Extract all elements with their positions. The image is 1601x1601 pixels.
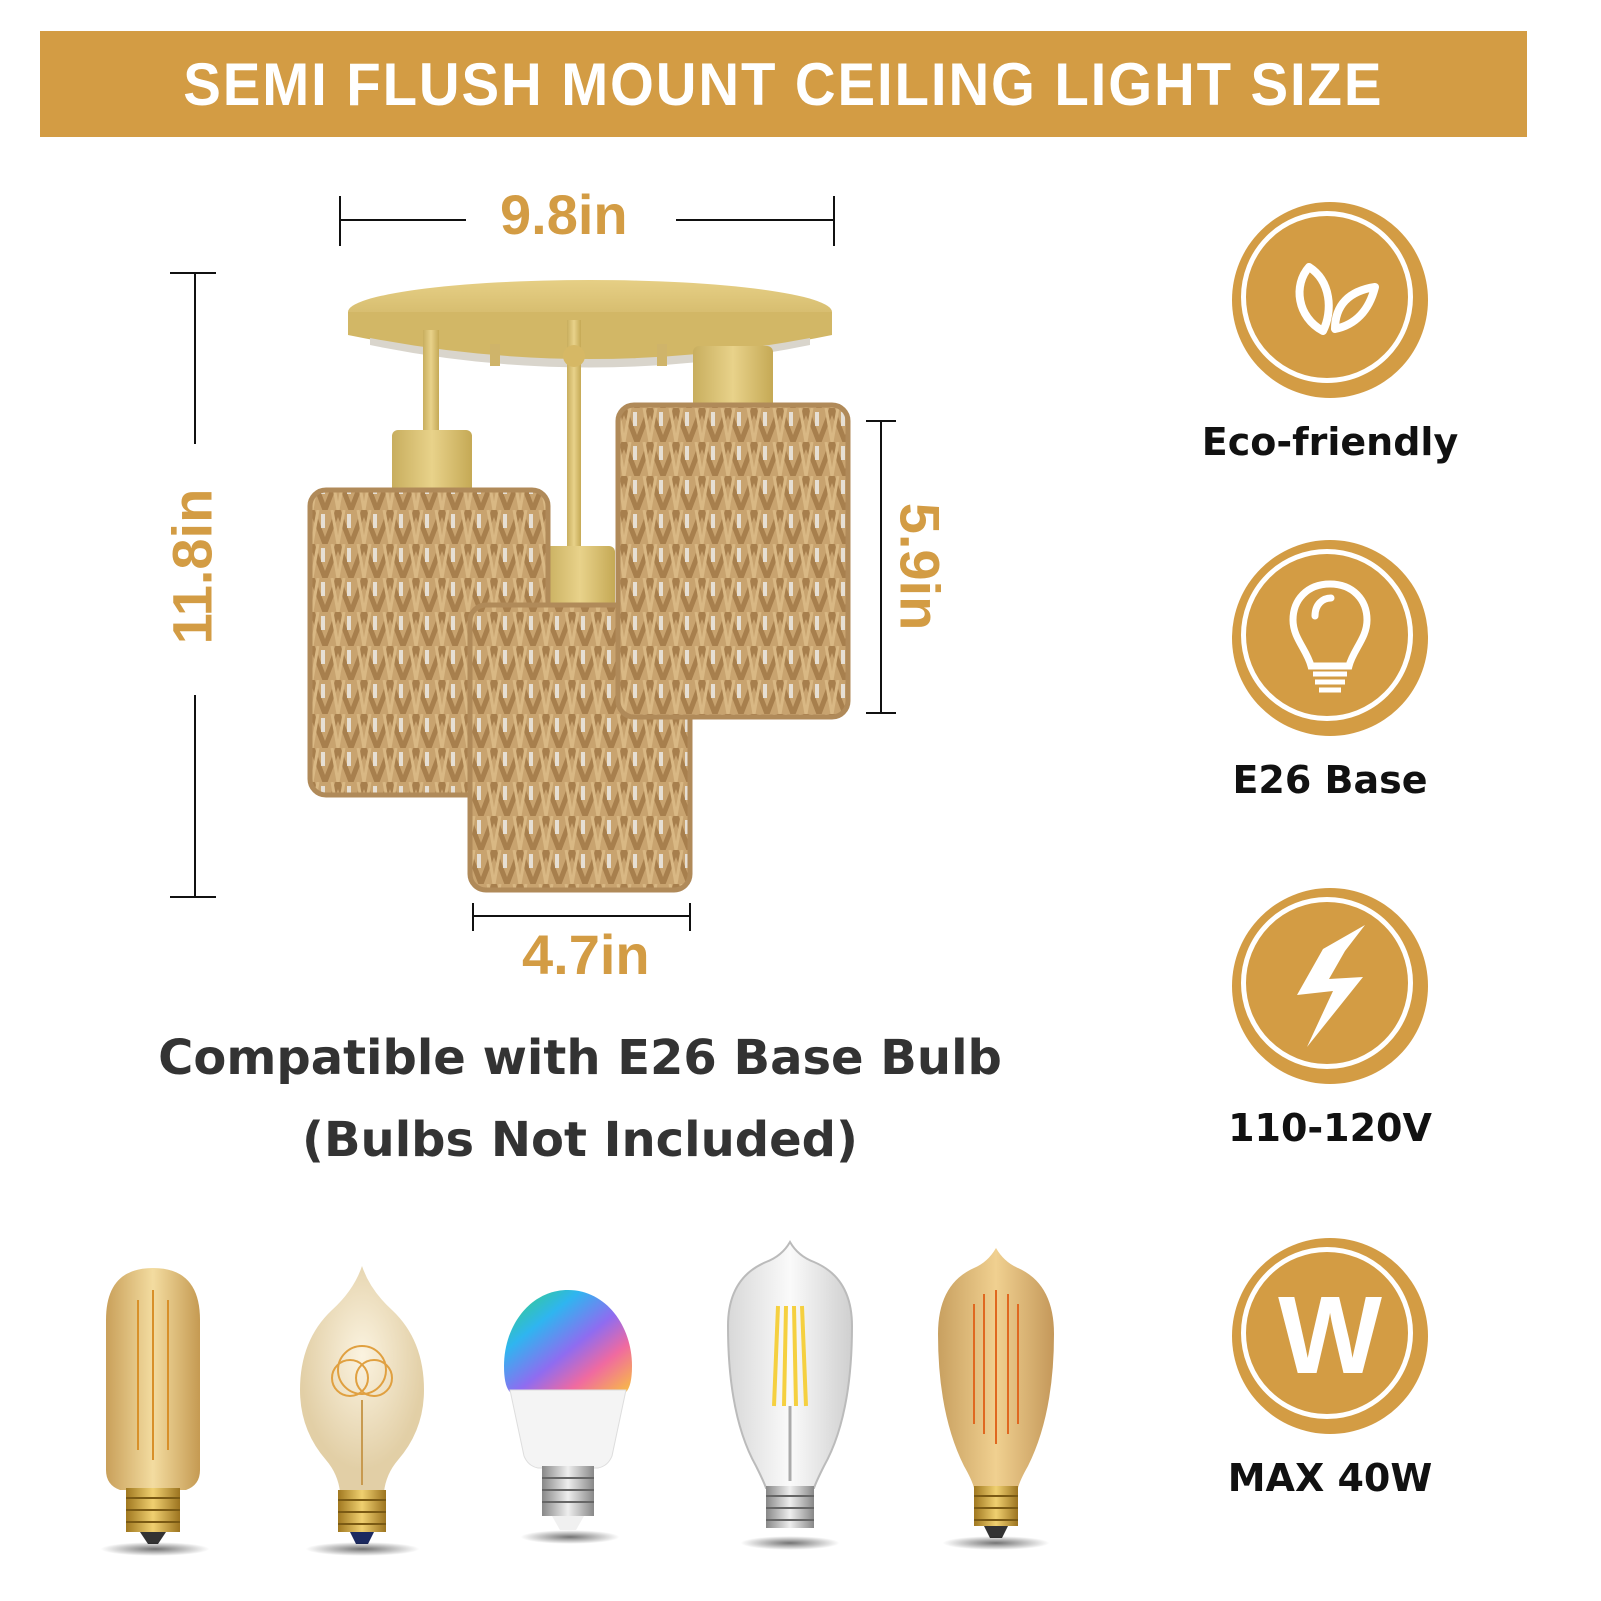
leaf-icon [1232, 202, 1428, 398]
height-dimension-label: 11.8in [160, 488, 224, 645]
shade-width-left-cap [472, 903, 474, 931]
bulb-st64-led-filament [726, 1239, 854, 1528]
compatibility-line-1: Compatible with E26 Base Bulb [158, 1030, 1002, 1086]
feature-label: 110-120V [1228, 1106, 1432, 1150]
shade-width-line [473, 915, 691, 917]
ceiling-light-product-image [307, 280, 851, 893]
width-dimension-right-cap [833, 196, 835, 246]
lightbulb-icon [1232, 540, 1428, 736]
width-dimension-left-cap [339, 196, 341, 246]
watt-w-icon: W [1232, 1238, 1428, 1434]
bulb-st64-amber-edison [938, 1248, 1054, 1538]
shade-width-label: 4.7in [522, 923, 650, 986]
feature-list: Eco-friendly E26 Base 110-120V W [1190, 0, 1470, 1601]
bulb-a19-vintage [300, 1266, 424, 1544]
shade-height-bottom-cap [866, 712, 896, 714]
feature-label: E26 Base [1232, 758, 1428, 802]
width-dimension-left-line [340, 219, 466, 221]
bulb-rgb-smart [504, 1290, 632, 1530]
bulb-shadow [100, 1542, 210, 1556]
shade-height-label: 5.9in [888, 502, 952, 631]
height-dimension-top-cap [170, 272, 216, 274]
height-dimension-top-line [194, 272, 196, 444]
width-dimension-right-line [676, 219, 835, 221]
header-title: SEMI FLUSH MOUNT CEILING LIGHT SIZE [183, 50, 1384, 118]
header-banner: SEMI FLUSH MOUNT CEILING LIGHT SIZE [40, 31, 1527, 137]
shade-width-right-cap [689, 903, 691, 931]
shade-height-line [880, 420, 882, 714]
bulb-shadow [740, 1536, 840, 1550]
feature-eco-friendly: Eco-friendly [1190, 202, 1470, 464]
height-dimension-bottom-cap [170, 896, 216, 898]
bulb-shadow [305, 1542, 420, 1556]
compatible-bulbs-row [80, 1230, 1100, 1560]
lightning-bolt-icon [1232, 888, 1428, 1084]
compatibility-line-2: (Bulbs Not Included) [302, 1112, 858, 1168]
feature-label: MAX 40W [1227, 1456, 1433, 1500]
feature-e26-base: E26 Base [1190, 540, 1470, 802]
feature-voltage: 110-120V [1190, 888, 1470, 1150]
bulb-shadow [942, 1536, 1050, 1550]
watt-glyph: W [1278, 1274, 1382, 1397]
bulb-tubular-edison [106, 1268, 200, 1544]
bulb-shadow [520, 1530, 620, 1544]
height-dimension-bottom-line [194, 695, 196, 898]
feature-max-wattage: W MAX 40W [1190, 1238, 1470, 1500]
feature-label: Eco-friendly [1201, 420, 1459, 464]
width-dimension-label: 9.8in [500, 183, 628, 246]
